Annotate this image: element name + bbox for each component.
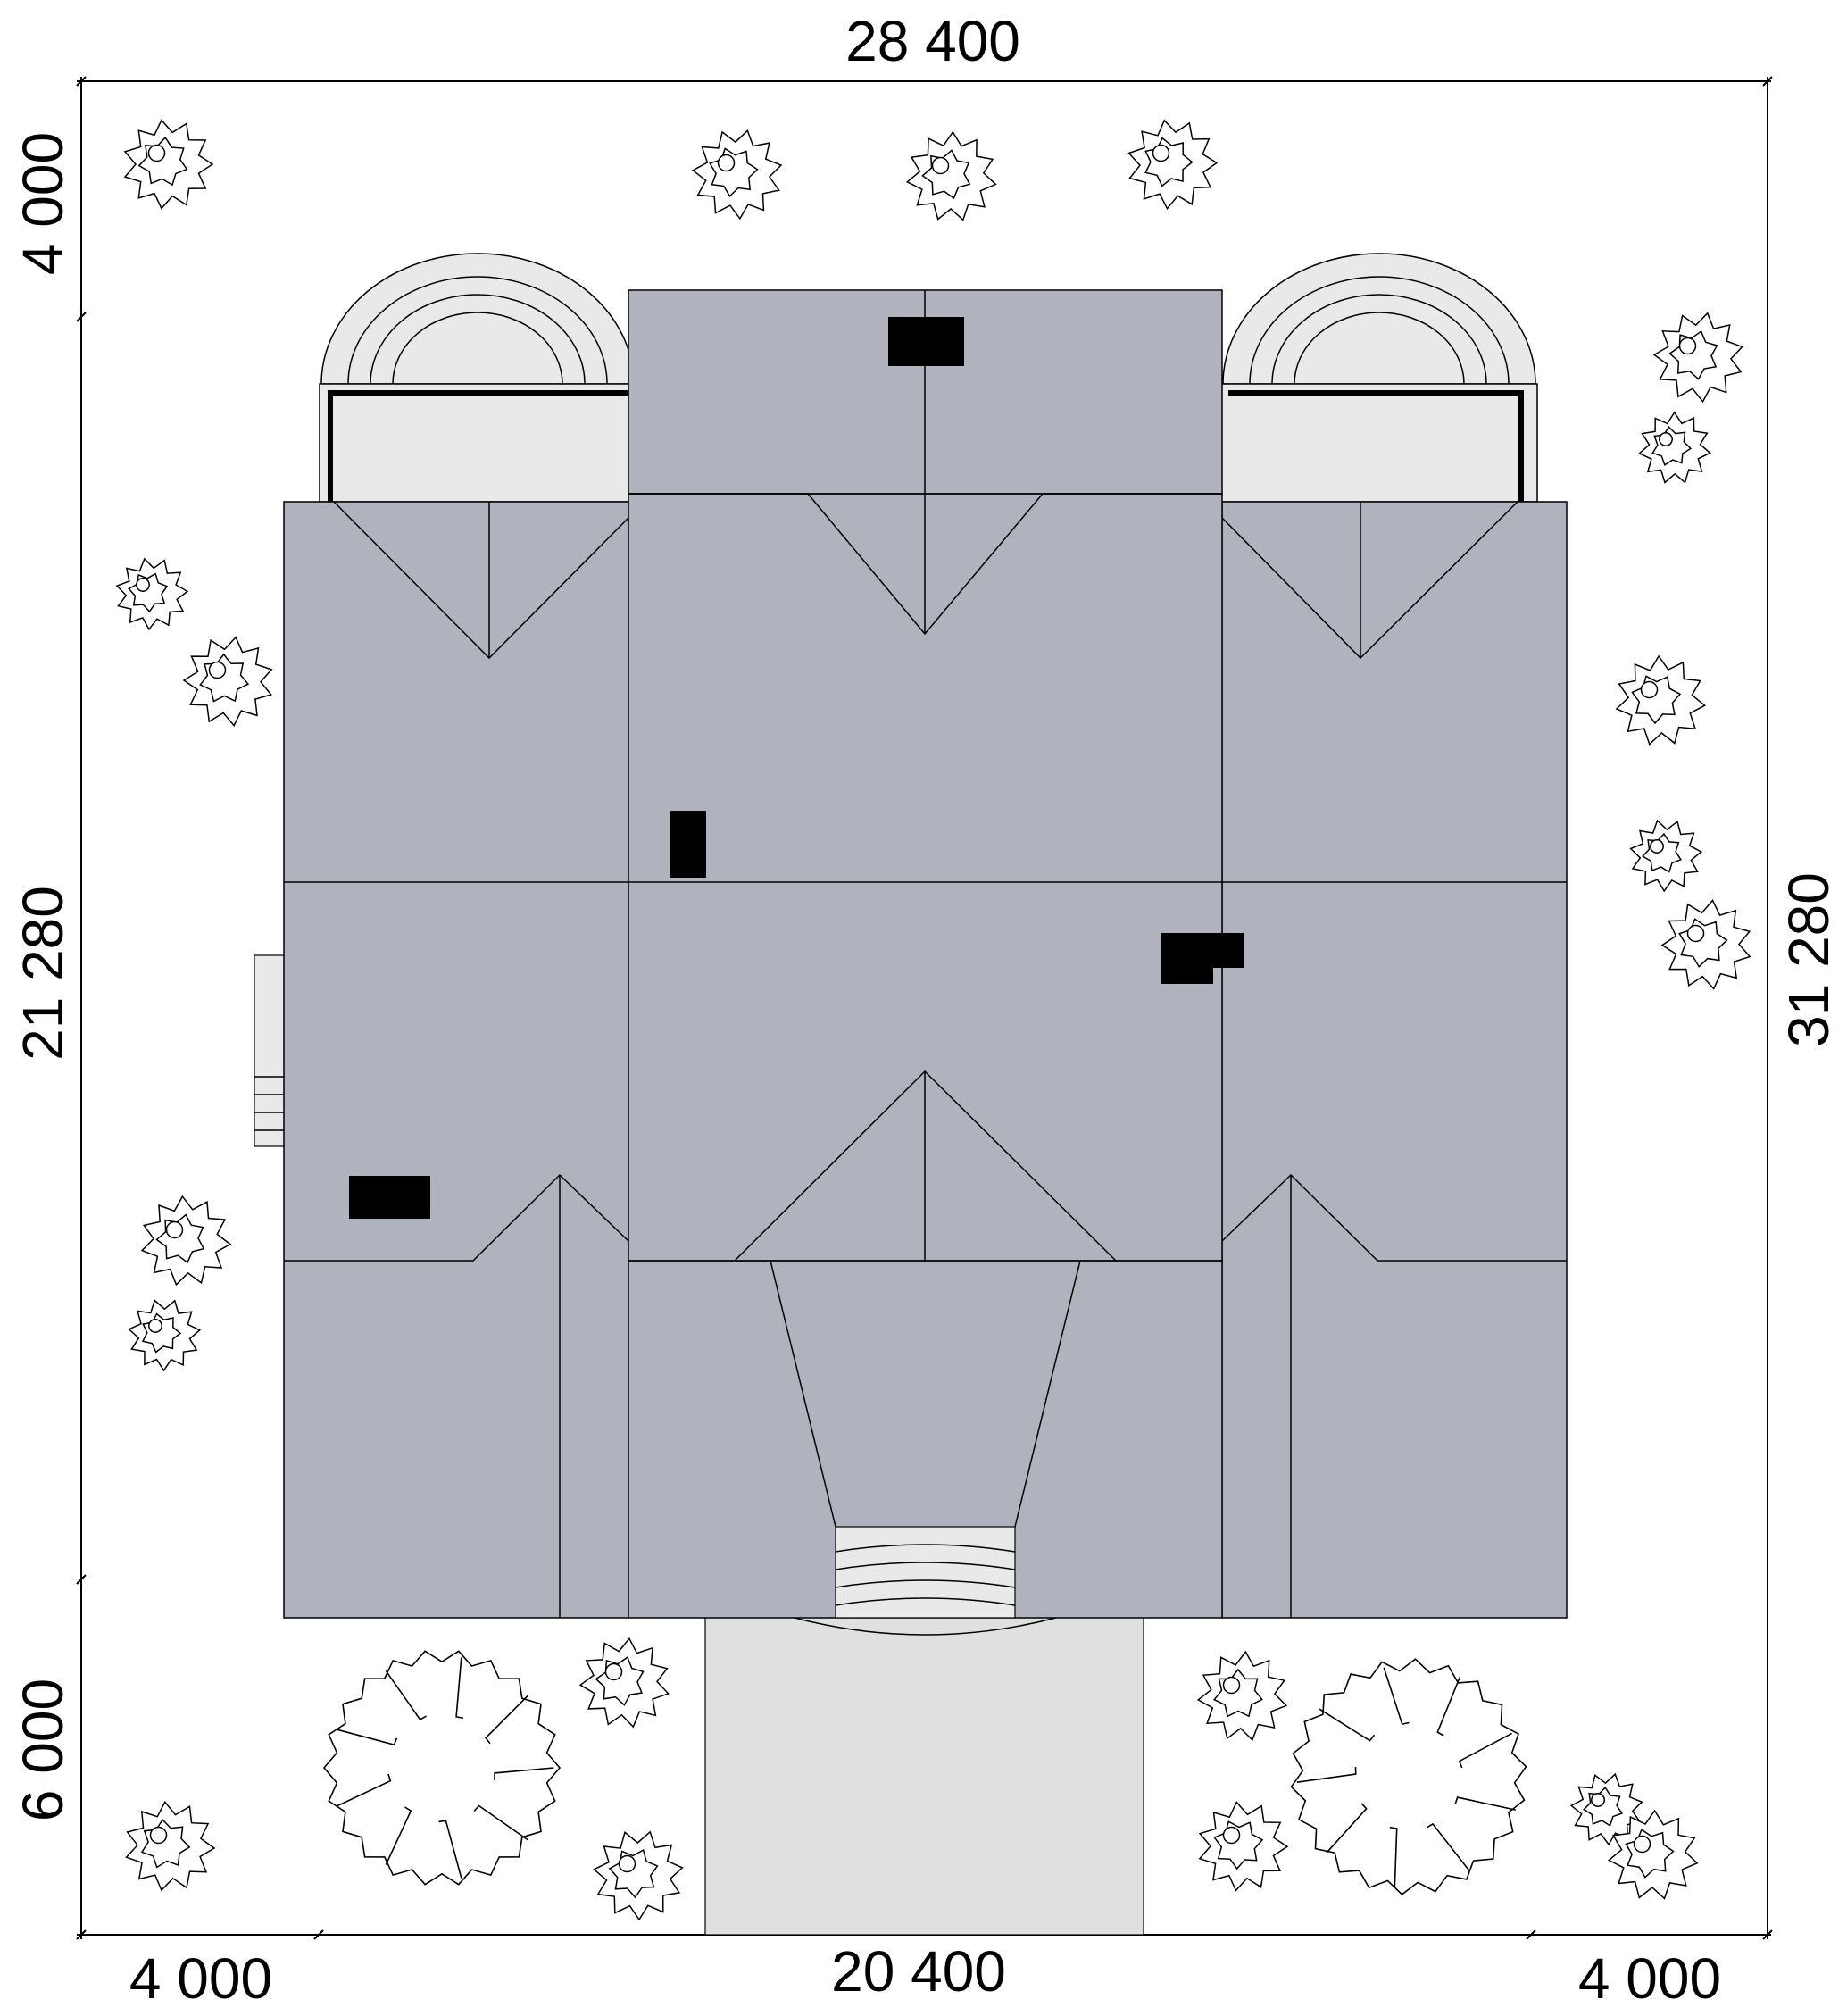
tree-small bbox=[1569, 1772, 1643, 1846]
dim-bottom-middle: 20 400 bbox=[831, 1939, 1006, 2004]
tree-small bbox=[125, 1800, 216, 1892]
dim-left-middle: 21 280 bbox=[11, 886, 75, 1061]
roof-ridges bbox=[284, 290, 1567, 1618]
tree-small bbox=[905, 130, 997, 221]
dim-right-total: 31 280 bbox=[1776, 872, 1841, 1047]
tree-small bbox=[1638, 411, 1711, 484]
tree-large bbox=[1290, 1658, 1527, 1895]
terrace-right bbox=[1219, 253, 1538, 503]
driveway bbox=[704, 1613, 1144, 1936]
tree-small bbox=[1198, 1801, 1289, 1892]
small-trees bbox=[115, 119, 1751, 1921]
tree-small bbox=[1127, 119, 1219, 211]
terrace-left bbox=[319, 253, 638, 503]
dim-left-top: 4 000 bbox=[11, 132, 75, 275]
dimension-lines bbox=[76, 76, 1773, 1940]
tree-small bbox=[1629, 819, 1703, 893]
chimney bbox=[888, 317, 964, 366]
side-stairs bbox=[254, 954, 286, 1147]
tree-small bbox=[578, 1637, 670, 1729]
tree-small bbox=[1660, 899, 1751, 990]
chimney bbox=[1161, 933, 1244, 984]
tree-small bbox=[691, 129, 783, 221]
tree-small bbox=[593, 1830, 684, 1921]
tree-small bbox=[1196, 1650, 1288, 1742]
tree-small bbox=[1615, 654, 1707, 746]
chimney bbox=[349, 1176, 430, 1219]
entrance-steps bbox=[794, 1526, 1057, 1636]
tree-small bbox=[182, 636, 273, 727]
chimney bbox=[670, 811, 706, 878]
tree-small bbox=[1607, 1809, 1699, 1900]
tree-small bbox=[115, 557, 189, 631]
tree-large bbox=[322, 1650, 562, 1886]
roof bbox=[283, 289, 1568, 1619]
tree-small bbox=[140, 1195, 232, 1287]
tree-small bbox=[128, 1299, 202, 1372]
chimneys bbox=[349, 317, 1244, 1219]
dim-top-total: 28 400 bbox=[845, 9, 1020, 73]
large-trees bbox=[322, 1650, 1527, 1895]
dim-bottom-left: 4 000 bbox=[129, 1946, 272, 2011]
dim-bottom-right: 4 000 bbox=[1578, 1946, 1721, 2011]
tree-small bbox=[1652, 312, 1743, 404]
tree-small bbox=[123, 119, 214, 210]
dim-left-bottom: 6 000 bbox=[11, 1679, 75, 1821]
